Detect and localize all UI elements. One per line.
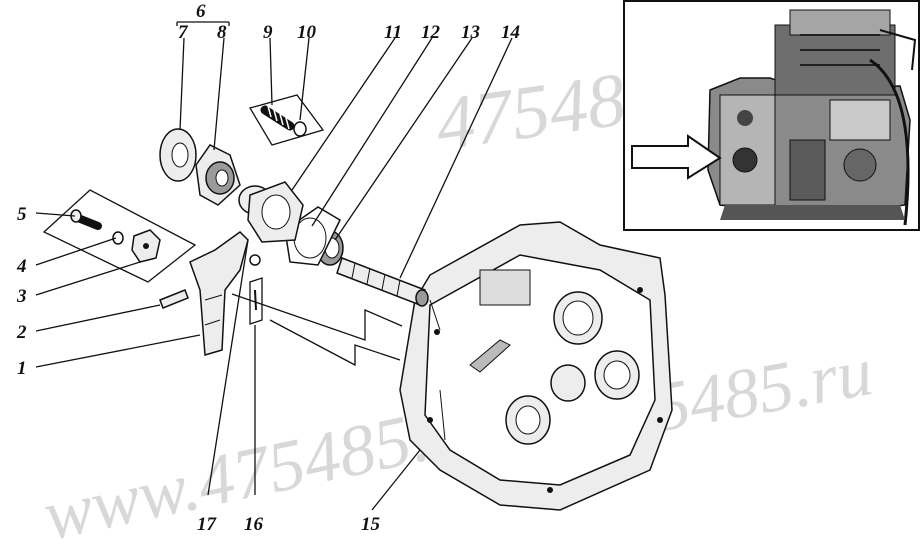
leader-fork-housing — [231, 293, 403, 341]
leader-lever-housing — [269, 319, 401, 367]
callout-13: 13 — [461, 22, 480, 43]
callout-2: 2 — [16, 322, 27, 343]
callout-9: 9 — [263, 22, 273, 43]
bearing-cover — [238, 181, 304, 243]
callout-8: 8 — [217, 22, 227, 43]
engine-photo-icon — [707, 9, 917, 226]
inset-frame — [623, 0, 920, 231]
callout-3: 3 — [16, 286, 27, 307]
callout-15: 15 — [361, 514, 381, 535]
leader-lines — [35, 21, 513, 511]
spring-group — [249, 94, 325, 146]
release-bearing — [159, 128, 197, 182]
pivot-pin — [159, 289, 189, 309]
gearbox-housing — [399, 221, 673, 511]
release-fork — [189, 231, 249, 356]
callout-12: 12 — [421, 22, 441, 43]
lever-plate — [249, 254, 263, 325]
callout-17: 17 — [197, 514, 218, 535]
splined-shaft — [336, 257, 429, 307]
callout-16: 16 — [244, 514, 264, 535]
callout-4: 4 — [16, 256, 27, 277]
callout-5: 5 — [17, 204, 27, 225]
bearing-carrier — [195, 144, 241, 206]
bolt-group — [42, 189, 197, 283]
callout-7: 7 — [178, 22, 189, 43]
callout-6: 6 — [196, 1, 206, 22]
callout-14: 14 — [501, 22, 520, 43]
callout-10: 10 — [297, 22, 317, 43]
location-arrow-icon — [631, 134, 722, 180]
callout-1: 1 — [17, 358, 27, 379]
callout-11: 11 — [384, 22, 402, 43]
